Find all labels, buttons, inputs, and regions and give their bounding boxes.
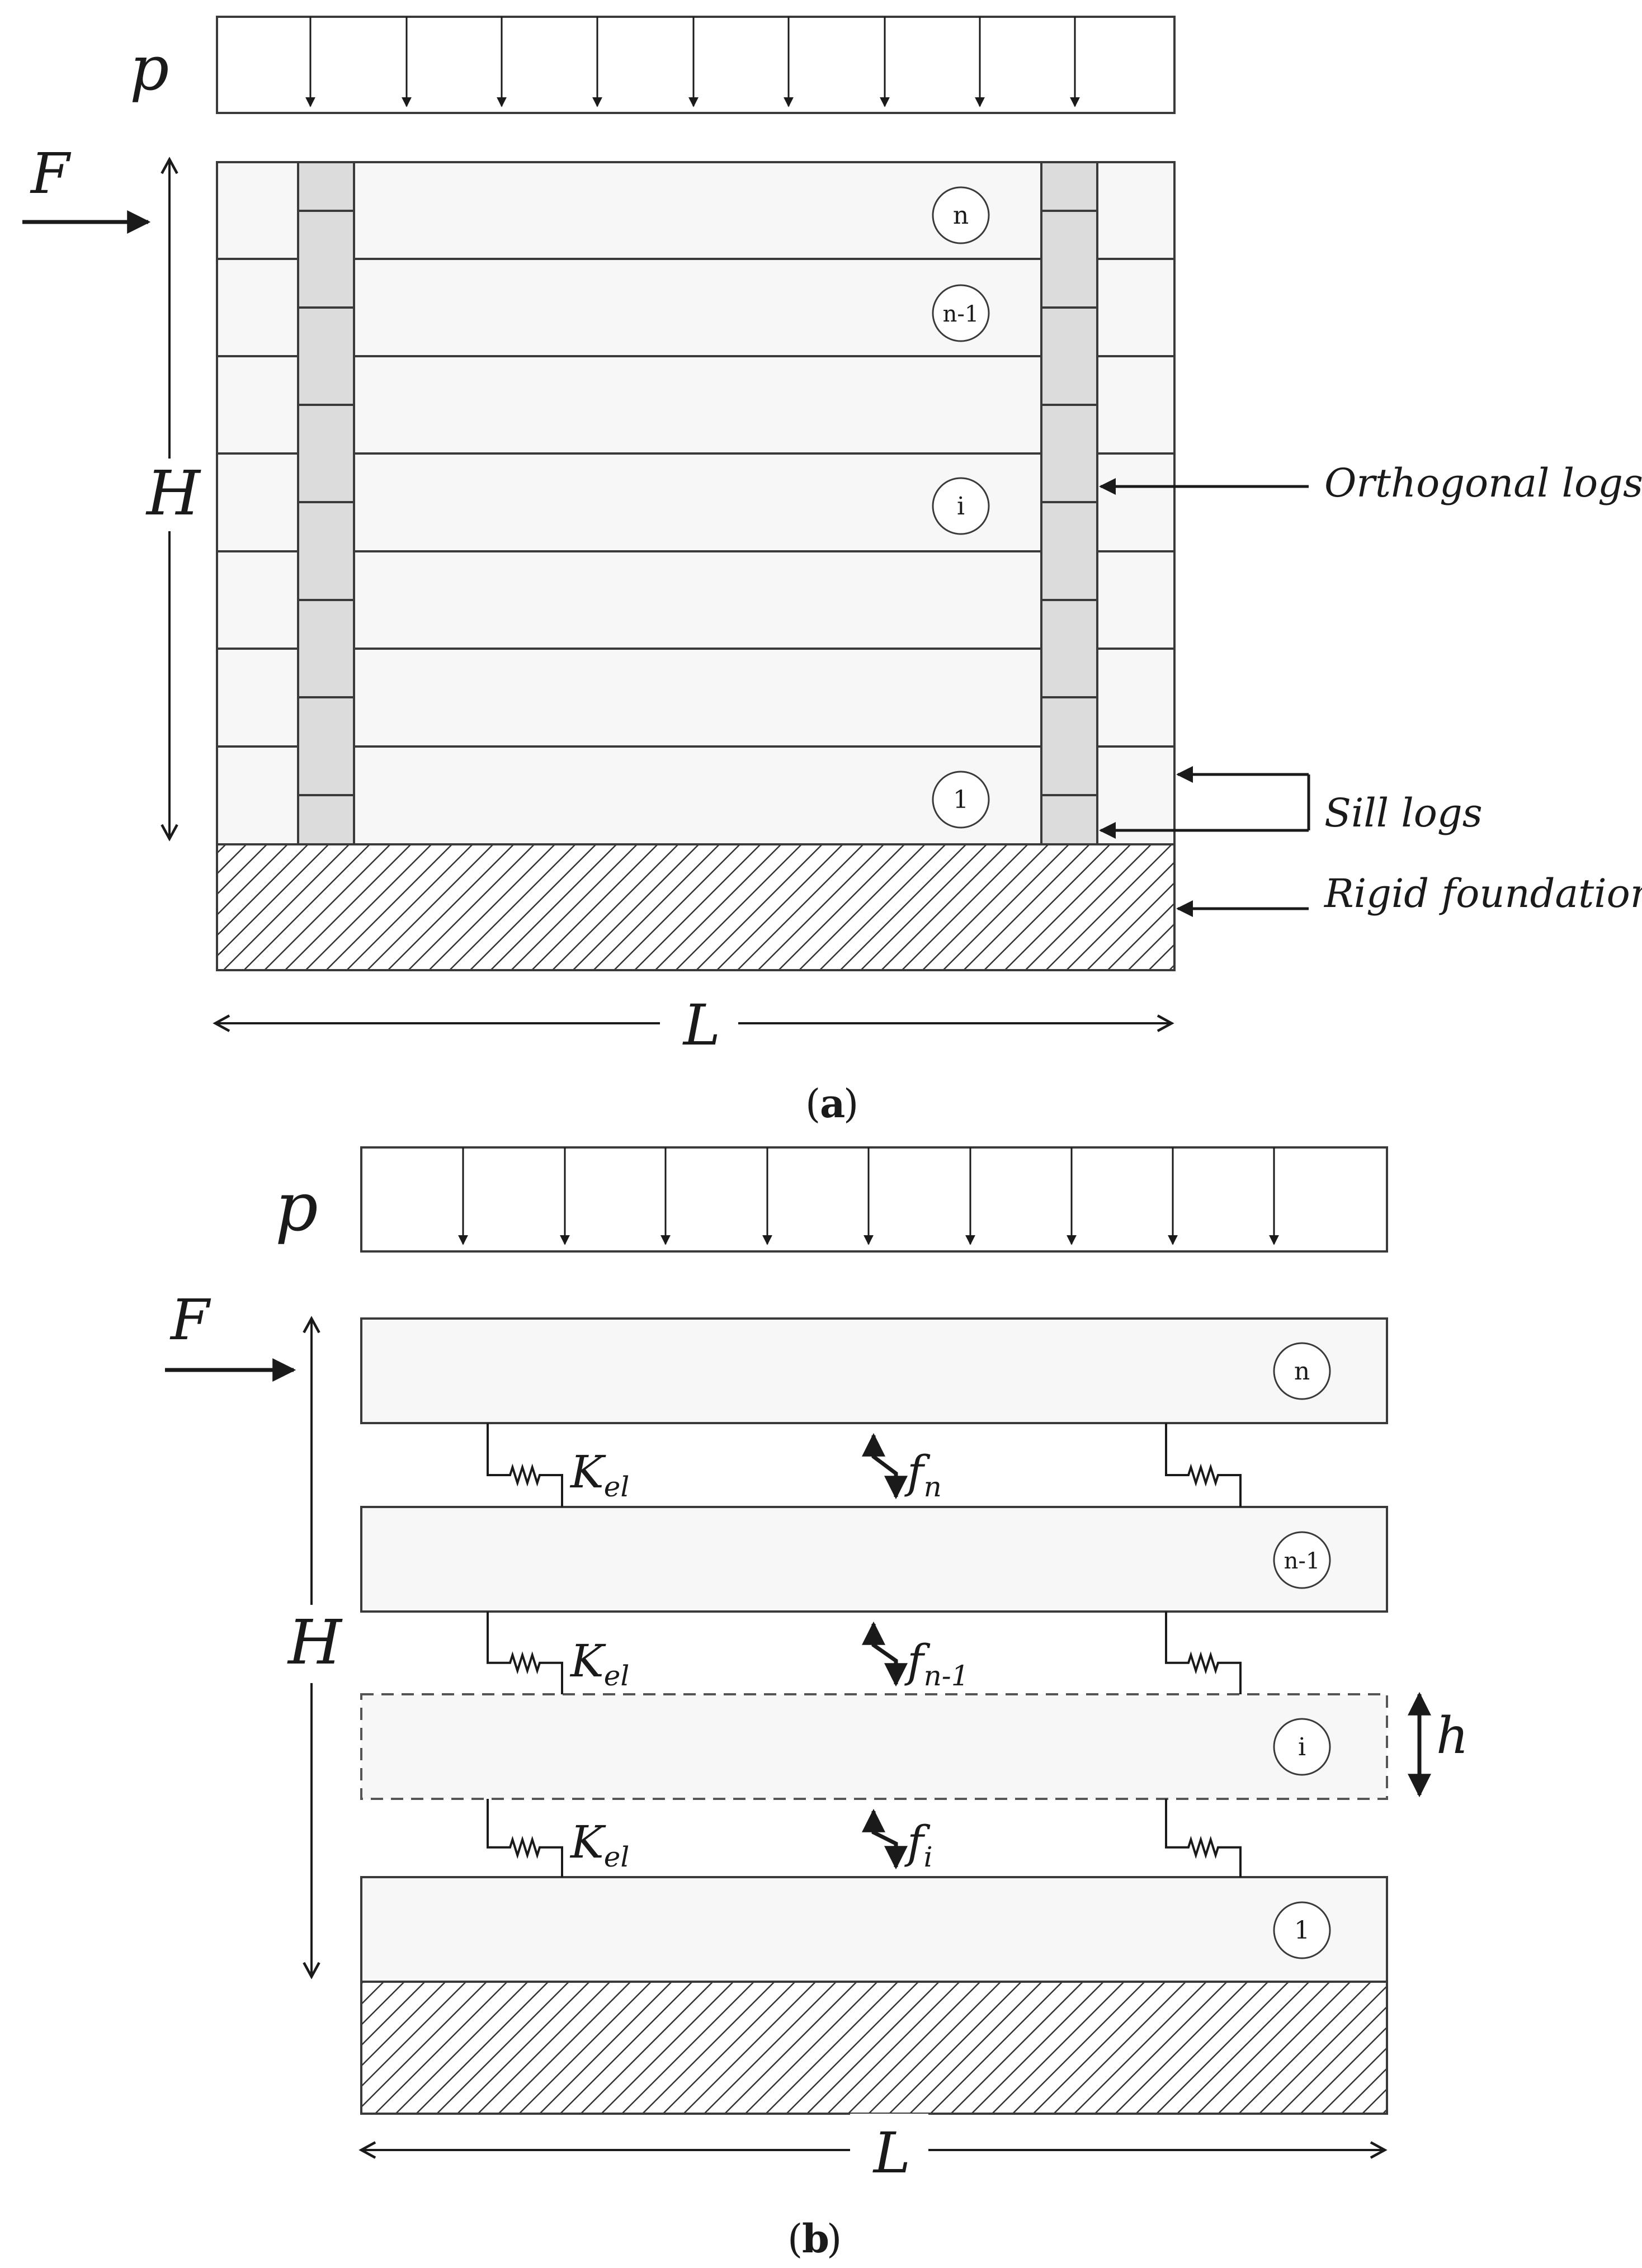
log-label-n-1-b: n-1 bbox=[1284, 1548, 1320, 1574]
spring bbox=[487, 1799, 563, 1877]
friction-label-n-1: fn-1 bbox=[904, 1635, 969, 1692]
svg-text:1: 1 bbox=[953, 786, 969, 814]
friction-label-n: fn bbox=[904, 1446, 942, 1503]
force-label-a: F bbox=[30, 141, 72, 206]
length-label-b: L bbox=[872, 2120, 910, 2186]
distributed-load-a bbox=[216, 16, 1176, 114]
rigid-foundation-a bbox=[216, 843, 1176, 971]
svg-text:(: ( bbox=[805, 1081, 820, 1127]
svg-text:(: ( bbox=[787, 2216, 803, 2262]
height-label-b: H bbox=[287, 1606, 343, 1678]
load-arrows-a bbox=[305, 17, 1080, 107]
svg-text:n-1: n-1 bbox=[943, 301, 979, 327]
log-i-b: i bbox=[360, 1693, 1388, 1800]
figure-b: p F H n n-1 i 1 K bbox=[165, 1146, 1469, 2262]
height-label-a: H bbox=[145, 457, 201, 529]
svg-text:): ) bbox=[827, 2216, 842, 2262]
friction-arrow bbox=[862, 1808, 908, 1870]
spring-label-2: Kel bbox=[569, 1635, 629, 1692]
svg-text:): ) bbox=[843, 1081, 858, 1127]
log-wall-a bbox=[216, 161, 1176, 845]
log-n-b: n bbox=[360, 1317, 1388, 1424]
caption-b: ( b ) bbox=[787, 2215, 842, 2262]
spring-label-1: Kel bbox=[569, 1446, 629, 1503]
friction-label-i: fi bbox=[904, 1816, 933, 1873]
rigid-foundation-b bbox=[360, 1981, 1388, 2115]
orthogonal-logs-label: Orthogonal logs bbox=[1324, 460, 1642, 506]
log-1-b: 1 bbox=[360, 1876, 1388, 1983]
caption-a: ( a ) bbox=[805, 1080, 858, 1127]
friction-arrow bbox=[862, 1621, 908, 1687]
log-height-label: h bbox=[1436, 1707, 1469, 1765]
figure-a: p F H n n-1 i 1 bbox=[22, 16, 1642, 1127]
svg-text:n: n bbox=[953, 201, 969, 230]
spring bbox=[1165, 1612, 1242, 1694]
log-label-1-b: 1 bbox=[1294, 1916, 1310, 1945]
log-label-n-a: n bbox=[932, 186, 990, 244]
log-label-n-1-a: n-1 bbox=[932, 284, 990, 342]
friction-arrows bbox=[862, 1433, 908, 1870]
log-n-1-b: n-1 bbox=[360, 1506, 1388, 1613]
distributed-load-b bbox=[360, 1146, 1388, 1253]
log-label-n-b: n bbox=[1294, 1357, 1310, 1386]
spring bbox=[1165, 1423, 1242, 1507]
load-arrows-b bbox=[458, 1147, 1279, 1245]
spring bbox=[487, 1423, 563, 1507]
elastic-springs bbox=[487, 1423, 1242, 1877]
load-label-b: p bbox=[275, 1169, 318, 1246]
log-label-i-b: i bbox=[1298, 1733, 1306, 1761]
log-joints-a bbox=[217, 258, 1174, 748]
log-label-i-a: i bbox=[932, 477, 990, 535]
friction-arrow bbox=[862, 1433, 908, 1500]
svg-text:i: i bbox=[957, 492, 965, 521]
spring bbox=[1165, 1799, 1242, 1877]
spring bbox=[487, 1612, 563, 1694]
load-label-a: p bbox=[130, 32, 169, 104]
svg-text:b: b bbox=[802, 2215, 829, 2262]
spring-label-3: Kel bbox=[569, 1816, 629, 1873]
force-label-b: F bbox=[169, 1287, 211, 1353]
log-label-1-a: 1 bbox=[932, 771, 990, 829]
length-label-a: L bbox=[682, 993, 720, 1058]
rigid-foundation-label: Rigid foundation bbox=[1323, 871, 1642, 916]
orthogonal-log-segments bbox=[298, 210, 1097, 796]
svg-text:a: a bbox=[820, 1080, 845, 1127]
sill-logs-label: Sill logs bbox=[1324, 790, 1483, 836]
